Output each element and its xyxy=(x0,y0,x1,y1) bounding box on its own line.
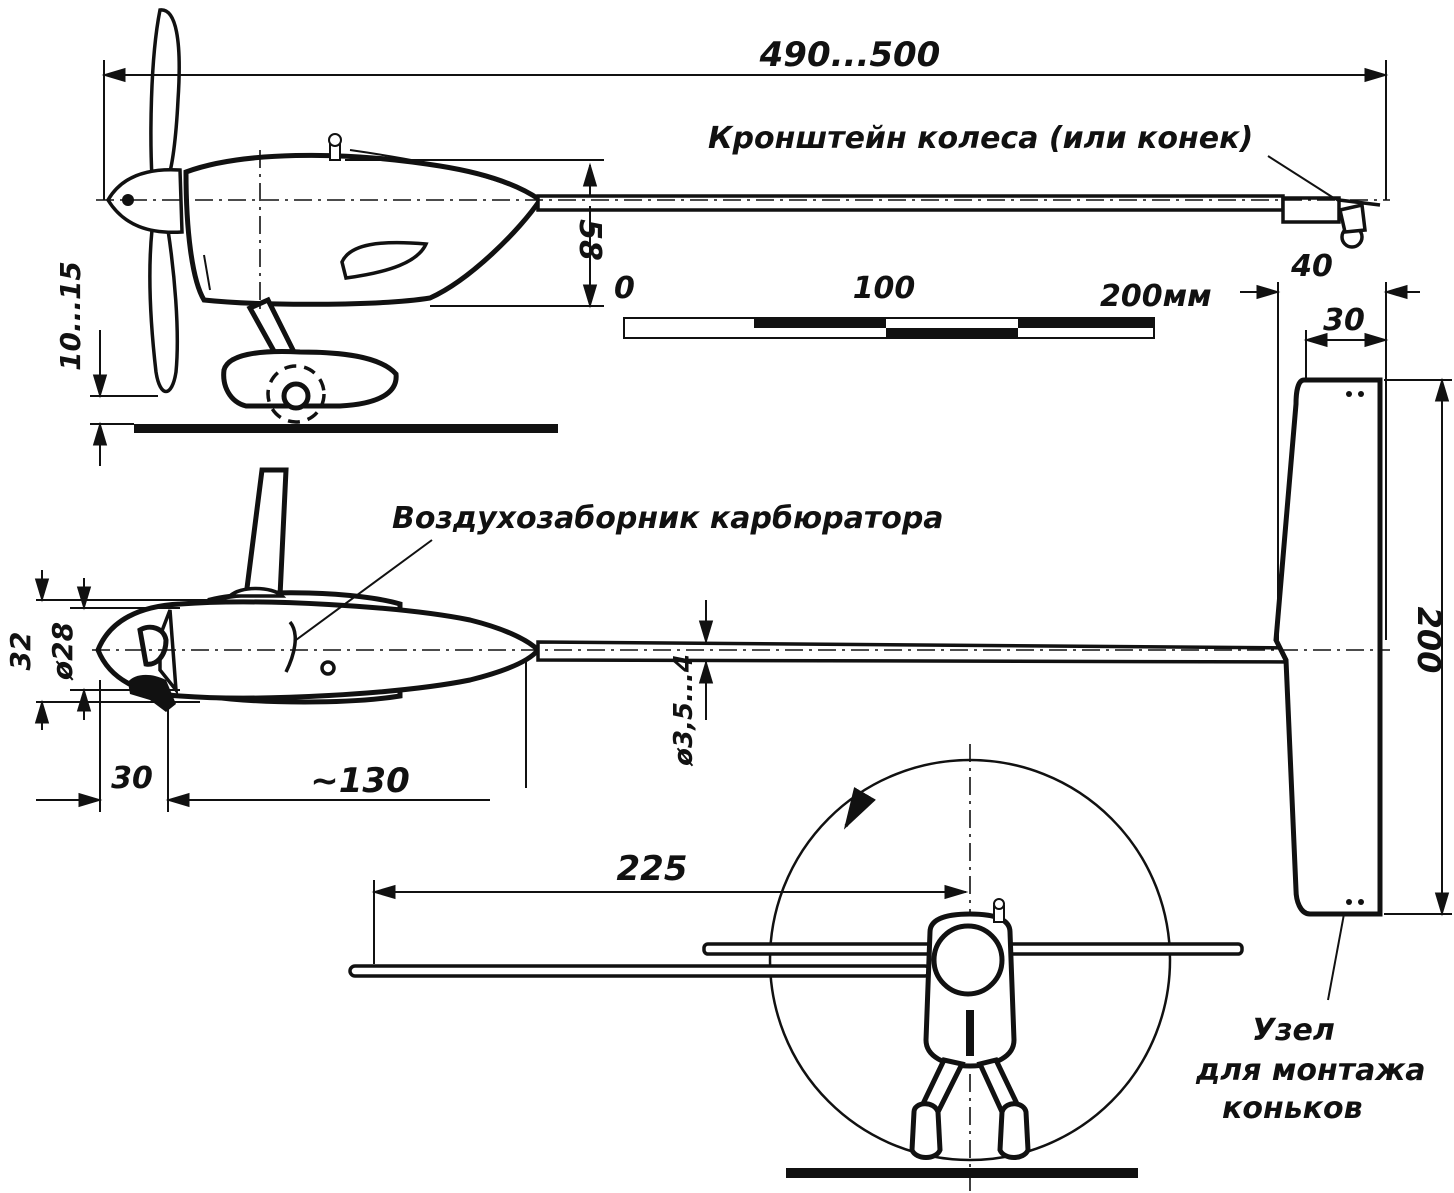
skate-mount-line2: для монтажа xyxy=(1195,1053,1426,1088)
tail-height-label: 200 xyxy=(1410,607,1448,674)
side-view xyxy=(96,8,1390,433)
stabilizer-top xyxy=(1273,377,1383,917)
tail-width-inner-label: 30 xyxy=(1323,303,1365,338)
body-length-label: ~130 xyxy=(310,761,409,801)
dim-fuselage-32: 32 xyxy=(4,570,210,730)
dim-boom-dia: ø3,5...4 xyxy=(669,600,714,767)
fuselage-height-label: 58 xyxy=(572,219,607,261)
carb-intake-label: Воздухозаборник карбюратора xyxy=(392,501,944,536)
dim-fuselage-28: ø28 xyxy=(46,578,180,720)
carb-intake-callout: Воздухозаборник карбюратора xyxy=(295,501,944,641)
skate-mount-callout: Узел для монтажа коньков xyxy=(1195,913,1426,1126)
propeller-side xyxy=(105,8,184,394)
front-view xyxy=(348,744,1244,1193)
dim-nose-body: 30 ~130 xyxy=(36,660,527,812)
fuselage-32-label: 32 xyxy=(4,632,37,671)
scale-100-label: 100 xyxy=(853,271,916,306)
fuselage-side xyxy=(183,152,544,307)
overall-length-label: 490...500 xyxy=(759,35,941,75)
dim-span: 225 xyxy=(371,849,969,964)
span-label: 225 xyxy=(617,849,688,889)
nose-length-label: 30 xyxy=(111,761,153,796)
tail-boom-side xyxy=(536,194,1285,212)
scale-bar: 0 100 200мм xyxy=(614,271,1212,339)
fuselage-28-label: ø28 xyxy=(46,622,79,681)
tail-width-outer-label: 40 xyxy=(1290,249,1333,284)
dim-prop-clearance: 10...15 xyxy=(54,261,158,466)
boom-dia-label: ø3,5...4 xyxy=(669,654,699,767)
wheel-bracket-label: Кронштейн колеса (или конек) xyxy=(708,121,1253,156)
prop-clearance-label: 10...15 xyxy=(54,261,87,371)
side-window xyxy=(340,240,429,280)
scale-200-label: 200мм xyxy=(1100,279,1212,314)
wheel-bracket-callout: Кронштейн колеса (или конек) xyxy=(708,121,1341,203)
dim-tail-height: 200 xyxy=(1384,377,1452,917)
dim-tail-widths: 40 30 xyxy=(1240,249,1420,640)
skate-mount-line1: Узел xyxy=(1252,1013,1335,1048)
skate-mount-line3: коньков xyxy=(1222,1091,1363,1126)
top-view xyxy=(92,377,1390,917)
tail-boom-top xyxy=(536,640,1357,664)
dim-overall-length: 490...500 xyxy=(101,35,1389,200)
scale-0-label: 0 xyxy=(614,271,635,306)
dim-fuselage-height: 58 xyxy=(345,159,607,309)
